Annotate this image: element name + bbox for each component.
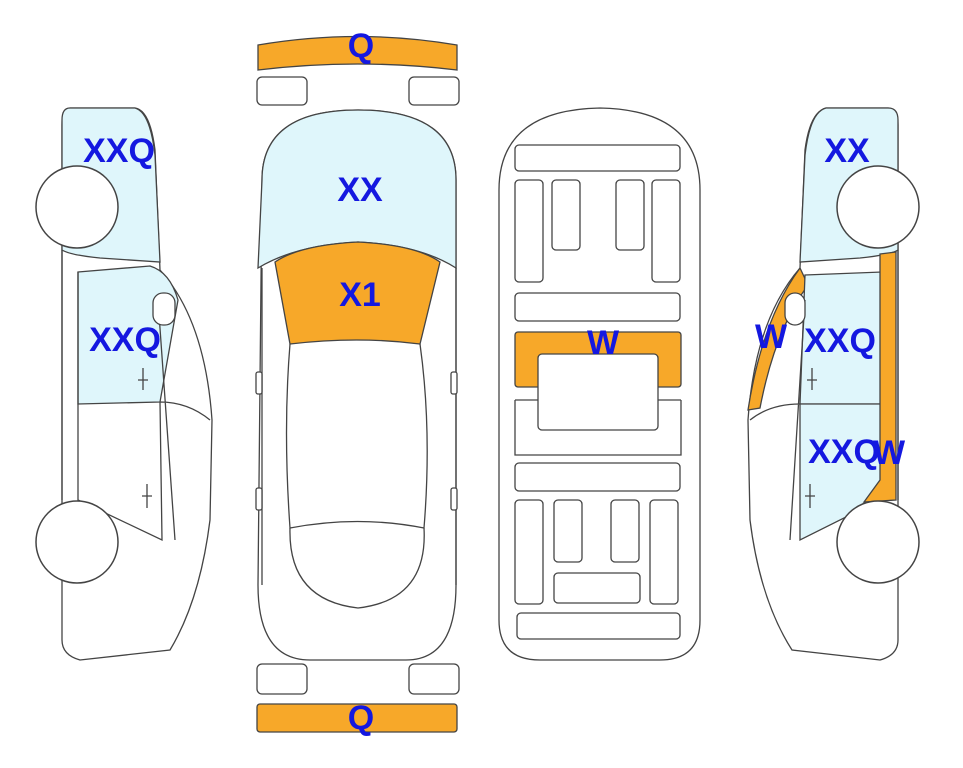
underbody-rail-1 <box>514 179 544 283</box>
underbody-rail-7 <box>610 499 640 563</box>
label-top-windshield: XX <box>337 171 383 209</box>
left-mirror <box>255 371 263 395</box>
label-right-pillar: W <box>754 318 788 356</box>
label-rear-bumper: Q <box>347 699 375 737</box>
left-rear-wheel <box>35 500 119 584</box>
rear-right-light <box>408 663 460 695</box>
right-mirror-side <box>784 292 806 326</box>
underbody-crossbar-2 <box>514 462 681 492</box>
underbody-outline <box>498 107 701 661</box>
underbody-rear-bar <box>516 612 681 640</box>
right-rear-wheel <box>836 500 920 584</box>
underbody-front-bar <box>514 144 681 172</box>
left-handle <box>255 487 263 511</box>
right-mirror <box>450 371 458 395</box>
top-hood-panel[interactable] <box>274 241 441 345</box>
right-side-view <box>747 107 920 661</box>
underbody-view <box>498 107 701 661</box>
right-handle <box>450 487 458 511</box>
left-front-wheel <box>35 165 119 249</box>
underbody-rail-2 <box>551 179 581 251</box>
front-left-light <box>256 76 308 106</box>
label-right-rear-pillar: W <box>872 434 906 472</box>
right-handle-2 <box>805 484 815 508</box>
label-underbody-center: W <box>586 324 620 362</box>
rear-bumper-panel[interactable] <box>256 703 458 733</box>
left-door-lines <box>61 250 211 542</box>
underbody-rail-5 <box>514 499 544 605</box>
label-right-front-door: XXQ <box>804 322 876 360</box>
top-roof-lines <box>285 343 428 529</box>
left-handle-1 <box>138 368 148 390</box>
label-top-hood: X1 <box>339 276 381 314</box>
underbody-center-plate <box>537 353 659 431</box>
front-right-light <box>408 76 460 106</box>
left-mirror-side <box>152 292 176 326</box>
label-right-front-glass: XX <box>824 132 870 170</box>
label-right-rear-door: XXQ <box>808 433 880 471</box>
label-left-door-glass: XXQ <box>89 321 161 359</box>
underbody-rail-3 <box>615 179 645 251</box>
front-bumper-panel[interactable] <box>257 35 458 71</box>
right-front-wheel <box>836 165 920 249</box>
rear-left-light <box>256 663 308 695</box>
top-trunk-lines <box>289 527 425 609</box>
top-view <box>255 35 460 733</box>
left-handle-2 <box>142 484 152 508</box>
right-handle-1 <box>807 368 817 390</box>
right-door-lines <box>749 250 899 541</box>
underbody-rear-box <box>553 572 641 604</box>
underbody-rail-6 <box>553 499 583 563</box>
underbody-rail-4 <box>651 179 681 283</box>
left-side-view <box>35 107 213 661</box>
label-left-front-glass: XXQ <box>83 132 155 170</box>
underbody-rail-8 <box>649 499 679 605</box>
label-front-bumper: Q <box>347 27 375 65</box>
underbody-crossbar-1 <box>514 292 681 322</box>
underbody-side-rails <box>514 399 682 456</box>
